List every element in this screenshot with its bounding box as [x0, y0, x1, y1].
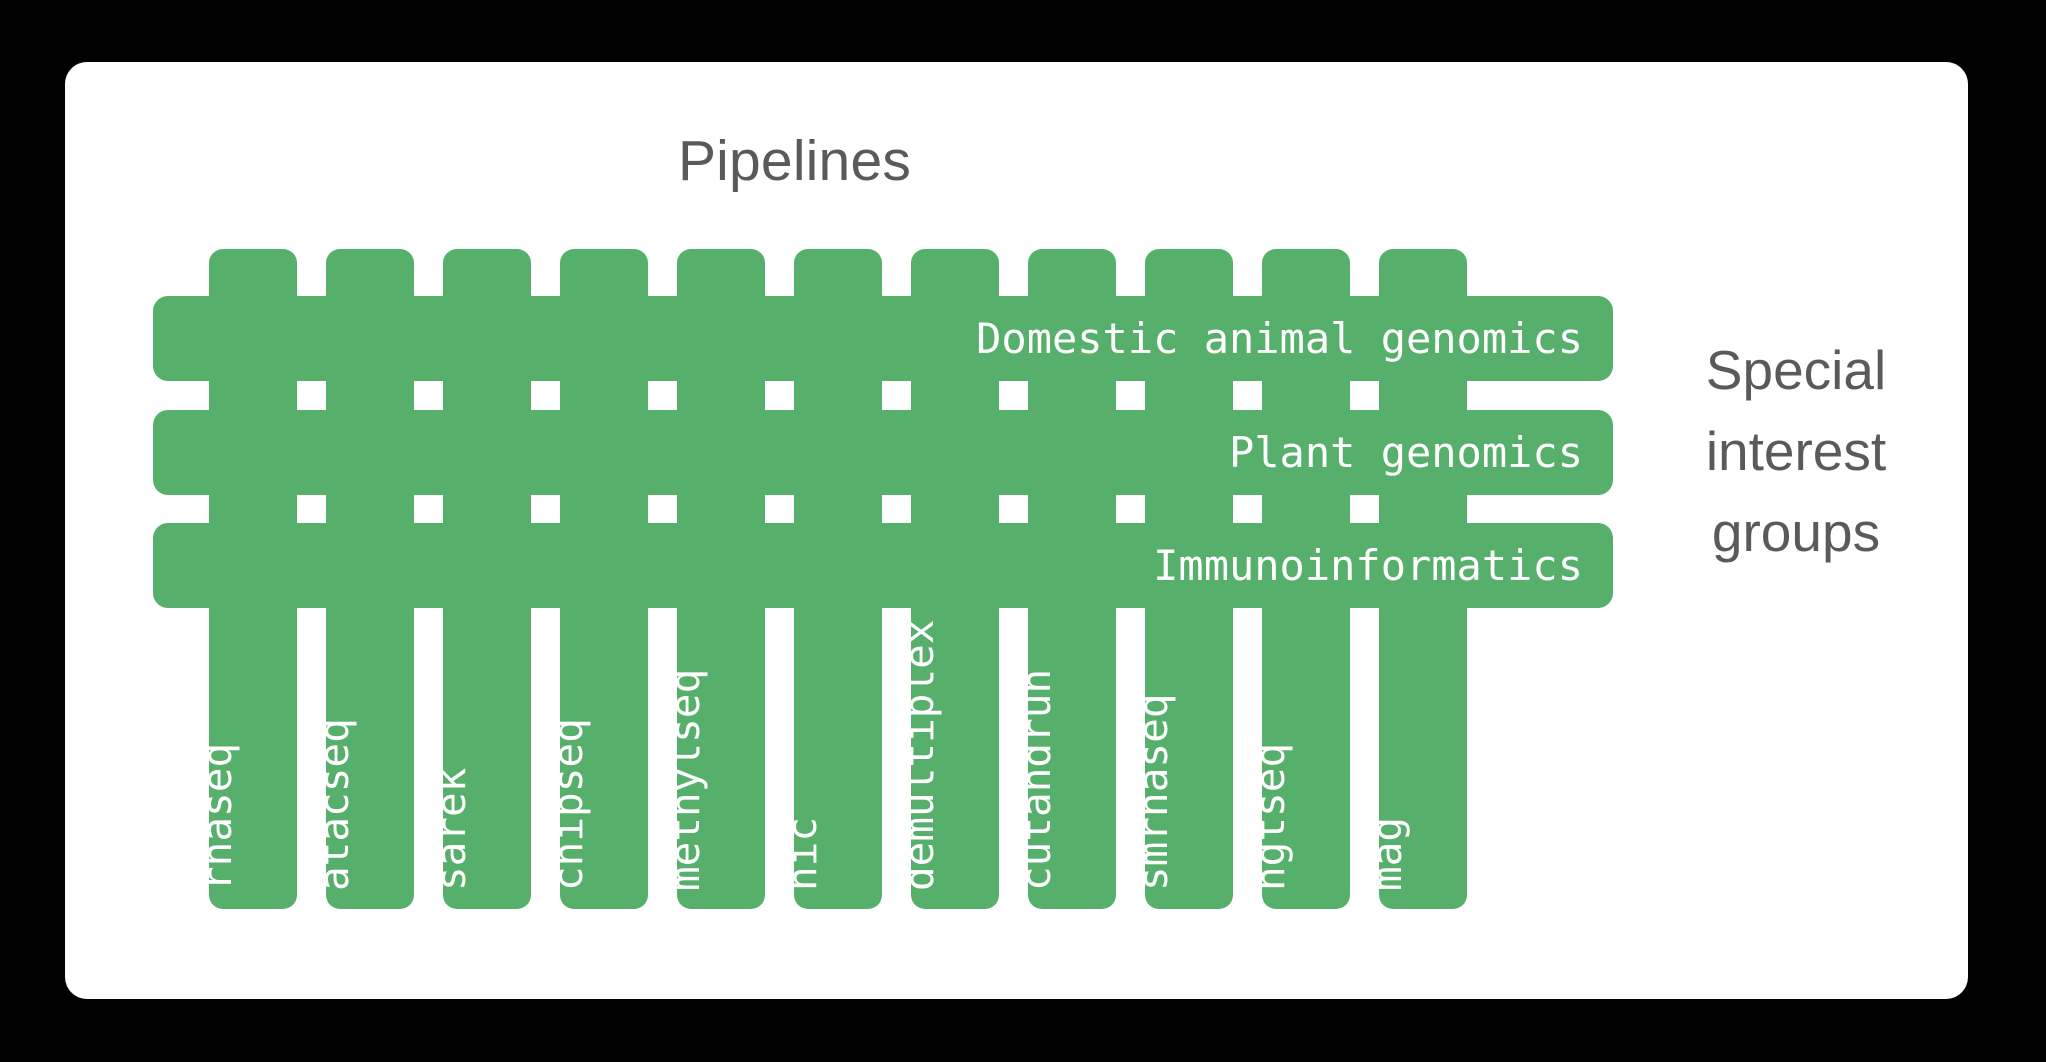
pipeline-label: rnaseq — [209, 742, 241, 891]
special-interest-group-bar-2[interactable]: Immunoinformatics — [153, 523, 1613, 608]
pipeline-label: demultiplex — [911, 619, 943, 891]
pipeline-label: hic — [794, 816, 826, 891]
page-title-pipelines: Pipelines — [677, 129, 912, 193]
pipeline-label: mag — [1379, 816, 1411, 891]
special-interest-group-label: Plant genomics — [1228, 427, 1583, 477]
pipeline-label: hgtseq — [1262, 742, 1294, 891]
sig-caption-line-2: groups — [1711, 501, 1881, 563]
pipeline-label: chipseq — [560, 718, 592, 891]
special-interest-group-label: Immunoinformatics — [1153, 540, 1583, 590]
pipeline-label: sarek — [443, 767, 475, 891]
special-interest-groups-caption: Special interest groups — [1660, 330, 1932, 573]
special-interest-group-bar-1[interactable]: Plant genomics — [153, 410, 1613, 495]
pipeline-label: methylseq — [677, 668, 709, 891]
pipeline-label: cutandrun — [1028, 668, 1060, 891]
special-interest-group-bar-0[interactable]: Domestic animal genomics — [153, 296, 1613, 381]
sig-caption-line-0: Special — [1705, 339, 1887, 401]
pipeline-label: atacseq — [326, 718, 358, 891]
special-interest-group-label: Domestic animal genomics — [976, 313, 1583, 363]
pipeline-label: smrnaseq — [1145, 693, 1177, 891]
sig-caption-line-1: interest — [1705, 420, 1887, 482]
